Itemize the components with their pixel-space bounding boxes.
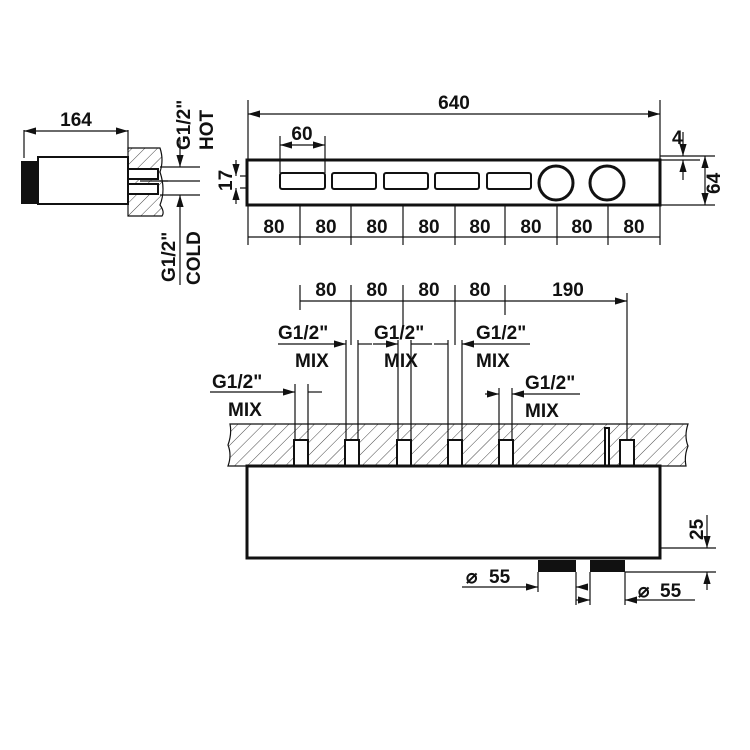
height-dim: 64 [704,172,725,194]
pitch-dim: 80 [418,217,439,238]
outlet-thread: G1/2" [525,373,575,394]
pitch-dim: 80 [418,280,439,301]
pitch-dim: 80 [263,217,284,238]
fitting [447,439,463,467]
outlet-buttons [279,172,532,190]
outlet-thread: G1/2" [374,323,424,344]
knob-dims: ⌀ 55 ⌀ 55 [462,567,695,605]
knob-right [588,164,626,202]
knob-right-top [590,560,625,572]
pitch-dim: 80 [520,217,541,238]
pitch-dim: 80 [366,217,387,238]
outlet-label: MIX [295,351,329,372]
side-body [37,156,129,205]
outlet-thread: G1/2" [278,323,328,344]
cold-pipe [127,183,159,195]
pitch-dim: 80 [469,217,490,238]
total-width-dim: 640 [438,93,470,114]
fitting [344,439,360,467]
hot-pipe [127,168,159,180]
button-slot [434,172,480,190]
button-slot [486,172,532,190]
fitting [293,439,309,467]
pitch-dim: 80 [315,217,336,238]
side-width-dim: 164 [60,110,92,131]
outlet-label: MIX [384,351,418,372]
diameter-symbol: ⌀ [466,567,478,588]
supply-pin [604,427,610,467]
outlet-thread: G1/2" [212,372,262,393]
cold-thread: G1/2" [159,232,180,282]
knob-left-top [538,560,576,572]
cold-label: COLD [184,231,205,285]
pitch-dim: 80 [623,217,644,238]
hot-label: HOT [197,110,218,151]
outlet-label: MIX [525,401,559,422]
pitch-dim: 80 [571,217,592,238]
offset-dim: 4 [672,128,683,149]
front-view: 640 60 80 80 80 80 80 80 80 80 4 64 [245,93,725,245]
pitch-dims: 80 80 80 80 80 80 80 80 [247,205,661,245]
outlet-label: MIX [228,400,262,421]
slot-width-dim: 60 [291,124,312,145]
panel-body [245,464,662,560]
pitch-dim: 80 [315,280,336,301]
depth-dim: 25 [687,518,708,540]
fitting [619,439,635,467]
knob-dia-left: 55 [489,567,511,588]
wall-section [127,147,164,217]
outlet-labels: G1/2" MIX G1/2" MIX G1/2" MIX G1/2" MIX … [210,323,580,440]
knob-left [537,164,575,202]
top-pitch-dims: 80 80 80 80 190 [299,280,628,440]
fitting [498,439,514,467]
button-slot [331,172,377,190]
fitting [396,439,412,467]
top-view: 80 80 80 80 190 G1/2" MIX G1/2" MIX G1/2… [210,280,716,605]
outlet-thread: G1/2" [476,323,526,344]
end-cap [21,161,37,204]
button-slot [279,172,326,190]
outlet-label: MIX [476,351,510,372]
button-slot [383,172,429,190]
spacing-dim: 17 [216,170,237,191]
hot-thread: G1/2" [174,100,195,150]
side-view: 164 G1/2" HOT G1/2" COLD 17 [21,100,262,285]
pitch-dim: 80 [469,280,490,301]
end-dim: 190 [552,280,584,301]
diameter-symbol: ⌀ [638,581,650,602]
knob-dia-right: 55 [660,581,682,602]
pitch-dim: 80 [366,280,387,301]
